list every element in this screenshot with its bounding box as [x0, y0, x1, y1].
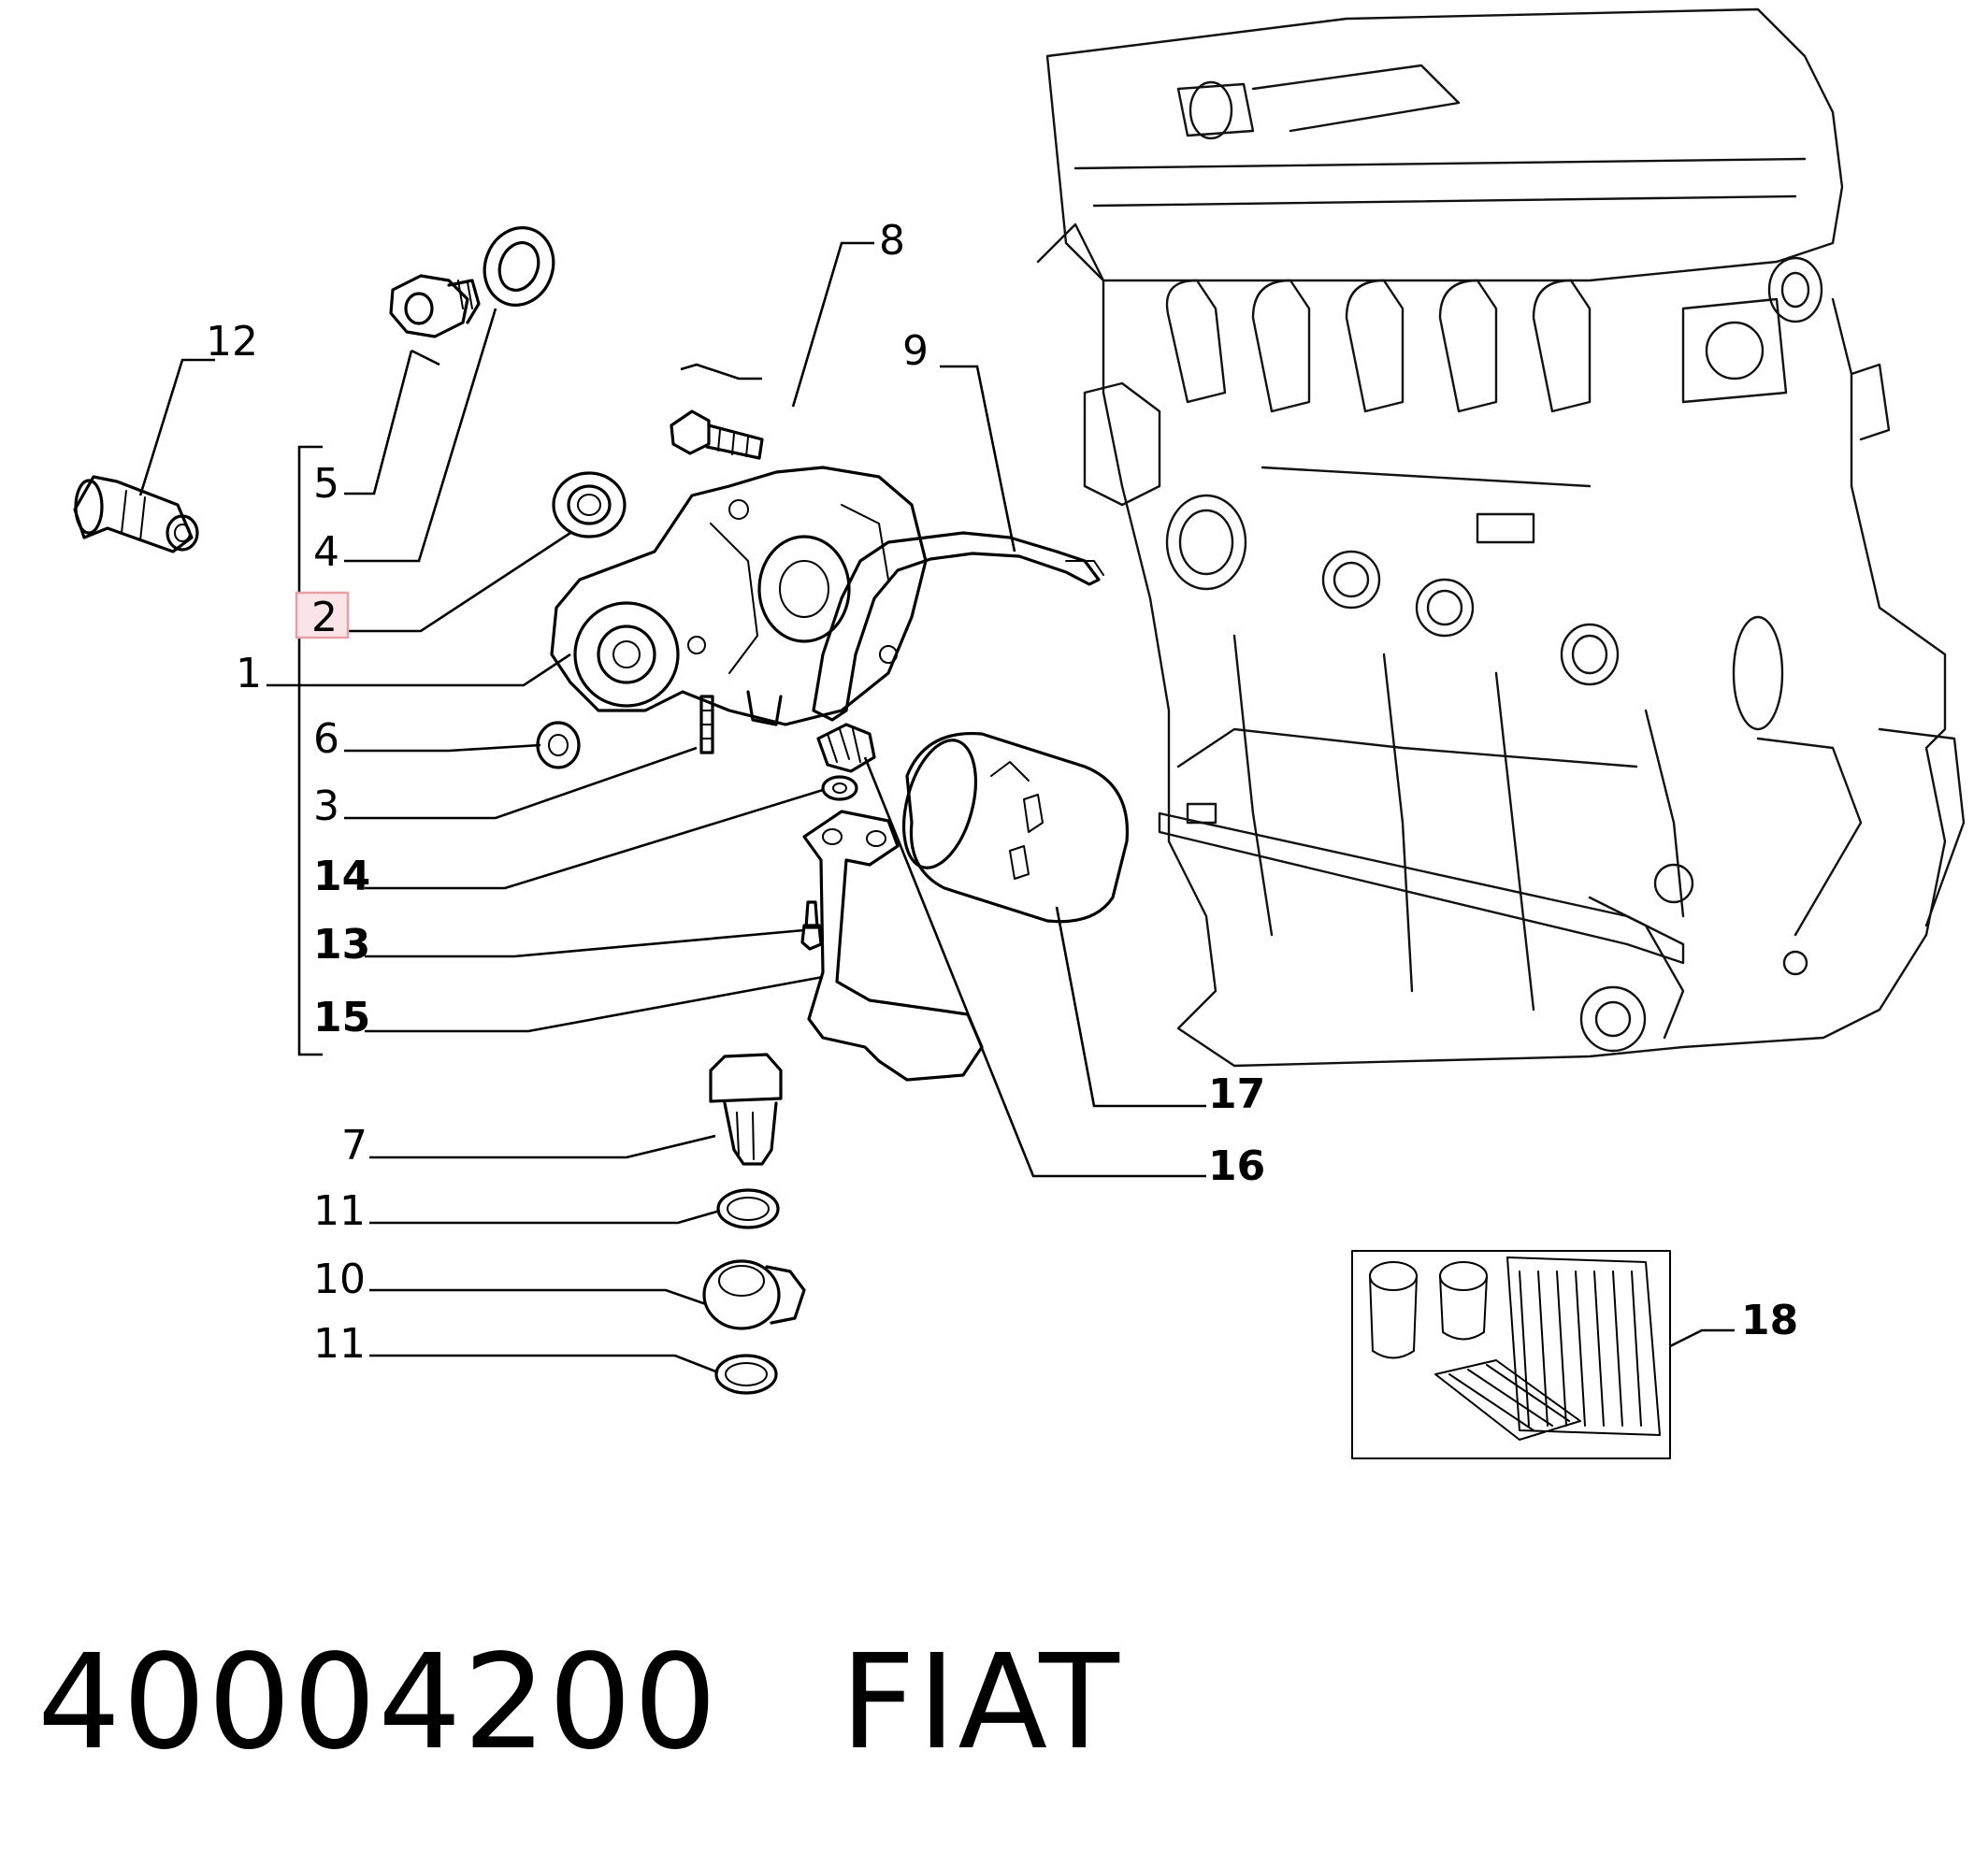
callout-labels: 12 5 4 2 1 6 3 14 13 15 8 9 17 16 7 11 1…	[206, 217, 1798, 1368]
part-4-seal-ring	[483, 226, 555, 307]
part-12-oil-pressure-sensor	[73, 475, 199, 553]
part-15-oil-pickup	[802, 810, 984, 1082]
part-3-stud	[699, 695, 714, 754]
callout-6: 6	[313, 715, 339, 763]
callout-7: 7	[341, 1122, 367, 1170]
callout-11b: 11	[313, 1320, 366, 1368]
callout-14: 14	[313, 853, 370, 900]
part-17-oil-filter	[902, 731, 1130, 924]
callout-4: 4	[313, 528, 339, 576]
part-18-filter-kit	[1351, 1250, 1671, 1459]
callout-18: 18	[1741, 1297, 1798, 1344]
callout-5: 5	[313, 460, 339, 508]
part-9-gasket	[812, 531, 1104, 722]
engine-block	[1036, 7, 1966, 1068]
callout-12: 12	[206, 318, 258, 366]
callout-1: 1	[236, 650, 262, 697]
callout-10: 10	[313, 1256, 366, 1303]
footer-caption: 40004200 FIAT	[37, 1627, 1121, 1779]
callout-11a: 11	[313, 1187, 366, 1235]
part-11b-sealing-ring	[714, 1354, 778, 1395]
part-2-oil-seal	[552, 471, 627, 538]
callout-2: 2	[311, 594, 338, 641]
part-13-small-bolt	[800, 900, 823, 951]
part-10-banjo-fitting	[702, 1259, 806, 1330]
highlight-box	[295, 591, 350, 639]
callout-8: 8	[879, 217, 905, 265]
part-8-bolt	[670, 409, 764, 460]
part-16-spring	[816, 723, 876, 773]
part-1-oil-pump-housing	[550, 466, 928, 726]
callout-17: 17	[1208, 1070, 1265, 1118]
part-6-nut	[536, 721, 581, 769]
part-5-plug-bolt	[389, 274, 481, 338]
part-14-washer	[821, 775, 858, 801]
brand-name: FIAT	[840, 1627, 1121, 1779]
callout-9: 9	[902, 327, 929, 375]
callout-13: 13	[313, 921, 370, 969]
part-7-banjo-bolt	[709, 1053, 783, 1166]
callout-3: 3	[313, 782, 339, 830]
part-11a-sealing-ring	[716, 1188, 780, 1229]
callout-16: 16	[1208, 1142, 1265, 1190]
leader-lines	[138, 241, 1735, 1374]
callout-15: 15	[313, 994, 370, 1041]
part-number: 40004200	[37, 1627, 719, 1779]
